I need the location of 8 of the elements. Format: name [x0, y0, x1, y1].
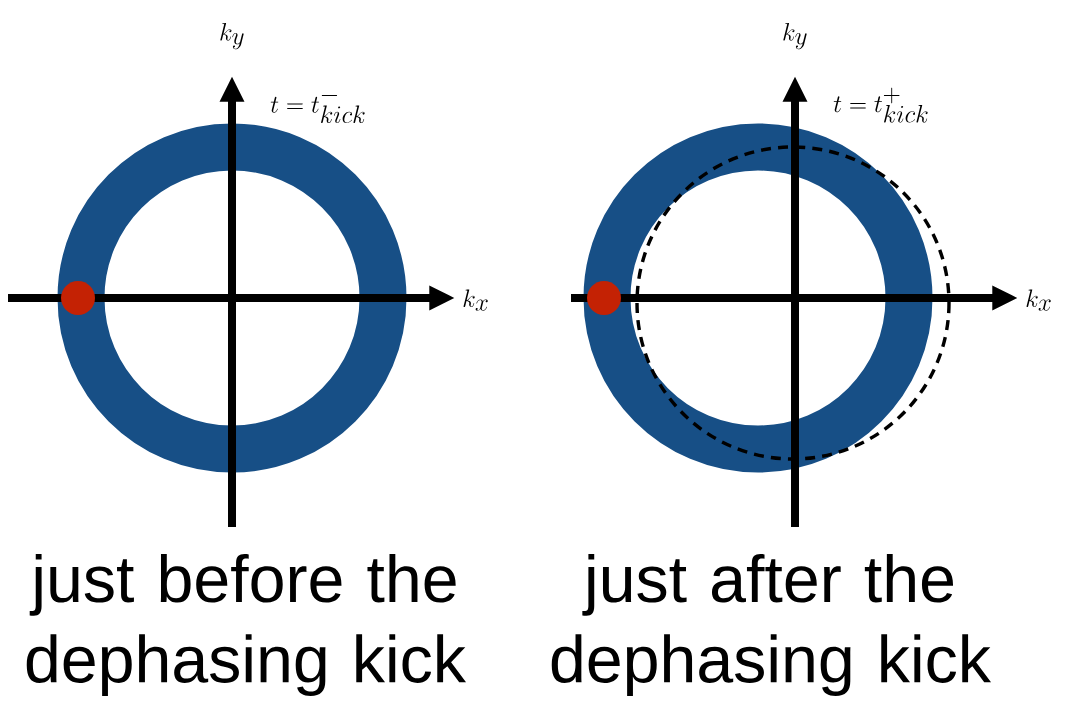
axis-label: $k_y$: [220, 23, 244, 50]
time-label: $t = t^{-}_{kick}$: [270, 95, 365, 124]
axis-label: $k_x$: [463, 289, 488, 311]
caption: just before the dephasing kick: [26, 553, 467, 697]
time-label: $t = t^{+}_{kick}$: [833, 87, 928, 123]
axis-label: $k_x$: [1026, 289, 1051, 311]
caption: just after the dephasing kick: [551, 553, 992, 697]
axis-label: $k_y$: [783, 23, 807, 50]
